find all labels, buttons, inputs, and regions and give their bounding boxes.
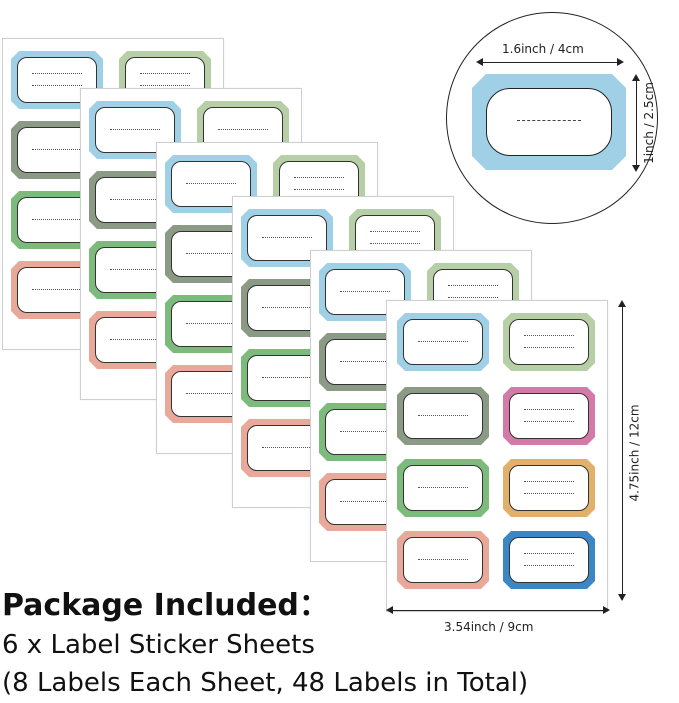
label-sticker-deepblue: [503, 531, 595, 589]
label-sticker-green: [397, 459, 489, 517]
label-sticker-sage: [503, 313, 595, 371]
label-sticker-blue: [397, 313, 489, 371]
arrow-down-icon: [632, 165, 640, 172]
arrow-up-icon: [632, 74, 640, 81]
label-sticker-peach: [397, 531, 489, 589]
arrow-left-icon: [386, 606, 393, 614]
arrow-left-icon: [476, 58, 483, 66]
package-contents: 6 x Label Sticker Sheets: [2, 630, 315, 660]
label-width-line: [478, 62, 622, 63]
arrow-up-icon: [618, 300, 626, 307]
arrow-right-icon: [603, 606, 610, 614]
arrow-right-icon: [617, 58, 624, 66]
package-title: Package Included：: [2, 588, 329, 623]
package-details: (8 Labels Each Sheet, 48 Labels in Total…: [2, 668, 529, 698]
sheet-height-line: [622, 302, 623, 600]
label-sticker-olive: [397, 387, 489, 445]
label-height-text: 1inch / 2.5cm: [641, 82, 656, 164]
sheet-width-text: 3.54inch / 9cm: [444, 620, 534, 634]
label-sticker-pink: [503, 387, 595, 445]
sheet-width-line: [388, 610, 608, 611]
sheet-height-text: 4.75inch / 12cm: [627, 404, 642, 502]
label-sticker-orange: [503, 459, 595, 517]
label-width-text: 1.6inch / 4cm: [502, 42, 584, 56]
label-height-line: [636, 76, 637, 170]
arrow-down-icon: [618, 594, 626, 601]
sheet-front: [386, 300, 608, 612]
label-detail-sticker: [472, 74, 626, 170]
